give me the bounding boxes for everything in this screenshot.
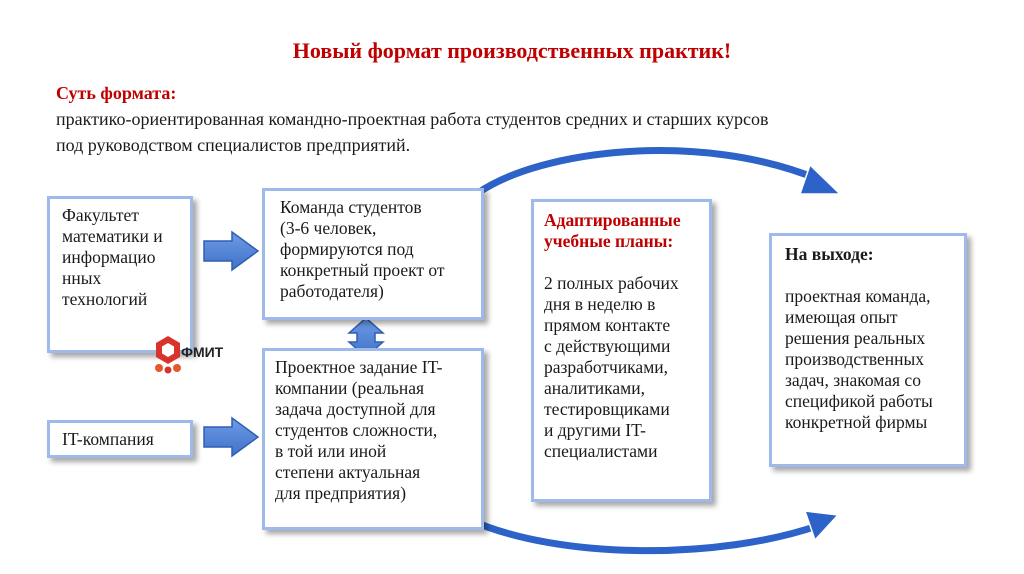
slide-title: Новый формат производственных практик! xyxy=(292,38,732,63)
arrow-faculty-to-team xyxy=(203,230,260,272)
fmit-logo: ФМИТ xyxy=(153,330,245,378)
team-line: формируются под xyxy=(280,239,414,259)
output-heading: На выходе: xyxy=(785,244,874,264)
faculty-line: математики и xyxy=(62,226,163,246)
output-line: задач, знакомая со xyxy=(785,370,921,390)
format-essence-heading: Суть формата: xyxy=(56,83,177,103)
plans-line: аналитиками, xyxy=(544,378,645,398)
output-line: решения реальных xyxy=(785,328,926,348)
arrow-itcompany-to-task xyxy=(203,416,260,458)
plans-line: прямом контакте xyxy=(544,315,671,335)
student-team-box: Команда студентов (3-6 человек, формирую… xyxy=(262,188,484,320)
plans-line: 2 полных рабочих xyxy=(544,273,679,293)
adapted-plans-box: Адаптированные учебные планы: 2 полных р… xyxy=(531,199,712,502)
output-line: производственных xyxy=(785,349,925,369)
faculty-line: технологий xyxy=(62,289,148,309)
plans-line: разработчиками, xyxy=(544,357,669,377)
bottom-arc-arrow xyxy=(463,513,827,558)
faculty-box: Факультет математики и информацио нных т… xyxy=(47,196,193,353)
logo-text: ФМИТ xyxy=(181,344,224,360)
task-line: степени актуальная xyxy=(275,462,421,482)
plans-line: дня в неделю в xyxy=(544,294,656,314)
bottom-arc-arrowhead xyxy=(803,510,840,542)
output-line: проектная команда, xyxy=(785,286,931,306)
task-line: задача доступной для xyxy=(275,399,436,419)
plans-line: и другими IT- xyxy=(544,420,647,440)
description-line: практико-ориентированная командно-проект… xyxy=(56,109,769,129)
faculty-line: информацио xyxy=(62,247,156,267)
hexagon-logo-icon xyxy=(155,336,181,374)
task-line: компании (реальная xyxy=(275,378,425,398)
team-line: (3-6 человек, xyxy=(280,218,377,238)
format-description: практико-ориентированная командно-проект… xyxy=(56,106,956,158)
it-company-label: IT-компания xyxy=(62,429,154,449)
plans-heading-line: учебные планы: xyxy=(544,231,674,251)
plans-line: с действующими xyxy=(544,336,671,356)
team-line: Команда студентов xyxy=(280,197,422,217)
task-line: Проектное задание IT- xyxy=(275,357,443,377)
plans-line: тестировщиками xyxy=(544,399,670,419)
faculty-line: Факультет xyxy=(62,205,139,225)
output-line: спецификой работы xyxy=(785,391,933,411)
project-task-box: Проектное задание IT- компании (реальная… xyxy=(262,348,484,530)
description-line: под руководством специалистов предприяти… xyxy=(56,135,411,155)
task-line: для предприятия) xyxy=(275,483,407,503)
plans-line: специалистами xyxy=(544,441,658,461)
top-arc-arrowhead xyxy=(798,163,842,195)
task-line: в той или иной xyxy=(275,441,387,461)
output-box: На выходе: проектная команда, имеющая оп… xyxy=(769,233,967,467)
faculty-line: нных xyxy=(62,268,102,288)
team-line: конкретный проект от xyxy=(280,260,445,280)
output-line: конкретной фирмы xyxy=(785,412,928,432)
output-line: имеющая опыт xyxy=(785,307,898,327)
plans-heading-line: Адаптированные xyxy=(544,210,681,230)
it-company-box: IT-компания xyxy=(47,420,193,458)
team-line: работодателя) xyxy=(280,281,384,301)
task-line: студентов сложности, xyxy=(275,420,438,440)
